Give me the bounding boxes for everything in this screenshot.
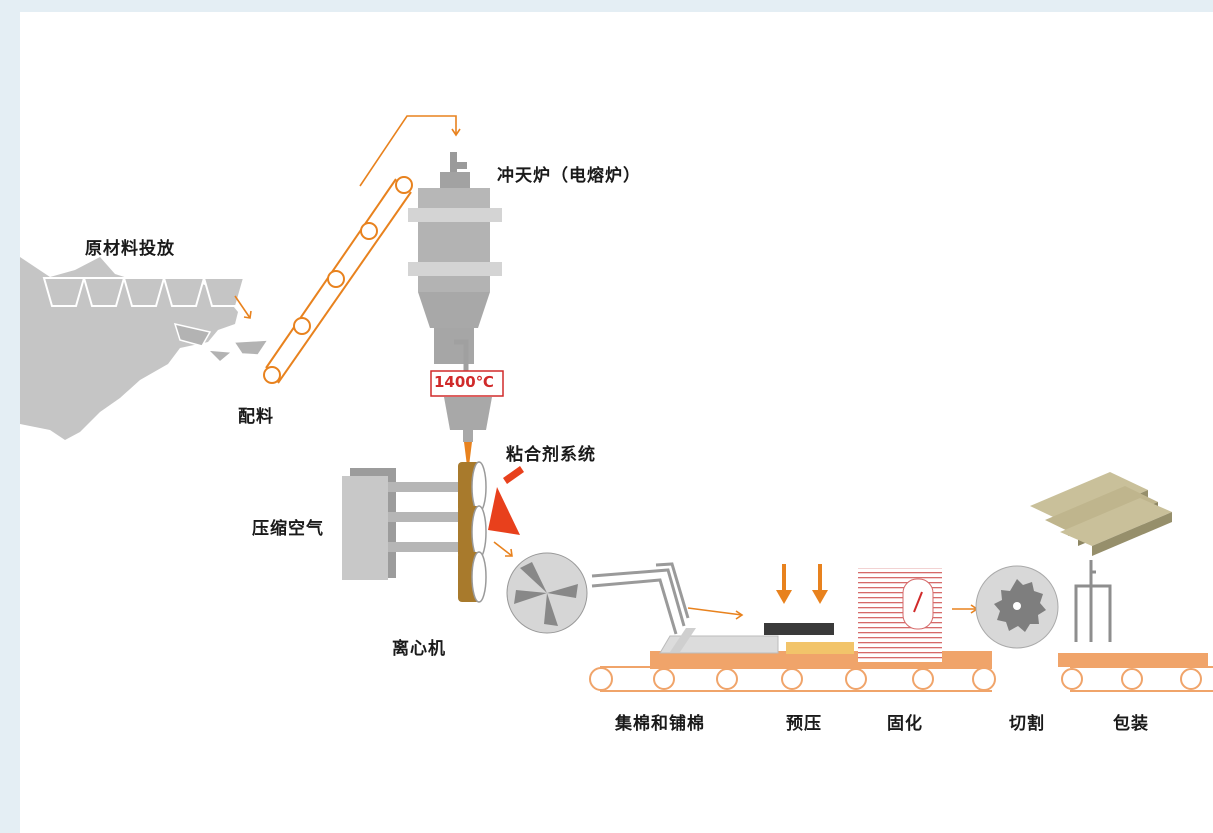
cupola-furnace <box>408 152 502 376</box>
label-collecting: 集棉和铺棉 <box>615 714 705 734</box>
label-cupola: 冲天炉（电熔炉） <box>497 166 641 186</box>
centrifuge-rotors <box>458 461 487 603</box>
melt-nozzle <box>444 397 492 474</box>
temperature-badge <box>430 370 504 397</box>
collector-fan <box>506 552 588 634</box>
process-diagram: 原材料投放 配料 冲天炉（电熔炉） 1400℃ 粘合剂系统 压缩空气 离心机 集… <box>20 12 1213 833</box>
raw-material-bins <box>42 277 246 307</box>
packaging-conveyor <box>1058 653 1213 692</box>
label-compressed-air: 压缩空气 <box>252 519 324 539</box>
raw-feed-arrow <box>234 295 252 319</box>
binder-system <box>488 466 524 535</box>
product-boards <box>1030 472 1172 556</box>
inclined-conveyor <box>263 176 413 384</box>
batching-hopper <box>173 322 270 364</box>
process-flow-svg <box>20 115 1213 692</box>
label-binder: 粘合剂系统 <box>506 445 596 465</box>
prepress-arrows <box>776 564 828 604</box>
centrifuge-outlet-arrow <box>493 541 513 557</box>
cutting-saw <box>975 565 1059 649</box>
label-batching: 配料 <box>238 407 274 427</box>
label-prepress: 预压 <box>786 714 822 734</box>
packaging-fork <box>1074 560 1112 642</box>
prepress-unit <box>764 623 854 654</box>
curing-oven <box>858 568 942 662</box>
label-cutting: 切割 <box>1009 714 1045 734</box>
temperature-value: 1400℃ <box>434 373 494 391</box>
compressed-air-unit <box>342 468 466 580</box>
mat-arrow <box>687 607 744 620</box>
label-packaging: 包装 <box>1113 714 1149 734</box>
label-centrifuge: 离心机 <box>392 639 446 659</box>
label-curing: 固化 <box>887 714 923 734</box>
feed-top-arrow <box>359 115 461 187</box>
wool-mat <box>659 628 779 654</box>
oven-outlet-arrow <box>952 604 979 614</box>
label-raw-material: 原材料投放 <box>85 239 175 259</box>
collector-duct <box>591 562 690 635</box>
